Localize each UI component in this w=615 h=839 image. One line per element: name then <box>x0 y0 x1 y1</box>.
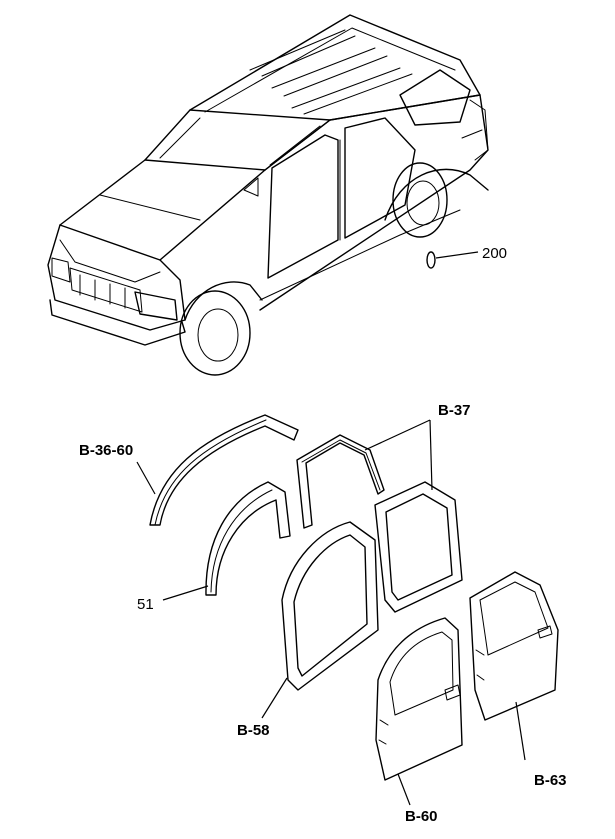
callout-b-58: B-58 <box>237 722 270 739</box>
front-seal-part: B-58 <box>237 521 379 739</box>
wheel-arch-seal-part: 51 <box>137 481 291 613</box>
callout-200: 200 <box>482 245 507 262</box>
front-door-part: B-60 <box>375 617 463 825</box>
callout-51: 51 <box>137 596 154 613</box>
callout-b-36-60: B-36-60 <box>79 442 133 459</box>
callout-b-60: B-60 <box>405 808 438 825</box>
callout-b-37: B-37 <box>438 402 471 419</box>
rear-door-part: B-63 <box>469 571 567 789</box>
roof-strip-part: B-36-60 <box>79 414 299 526</box>
rear-seals-part: B-37 <box>296 402 471 613</box>
suv-illustration <box>47 14 489 376</box>
callout-b-63: B-63 <box>534 772 567 789</box>
oring-part: 200 <box>426 245 507 269</box>
